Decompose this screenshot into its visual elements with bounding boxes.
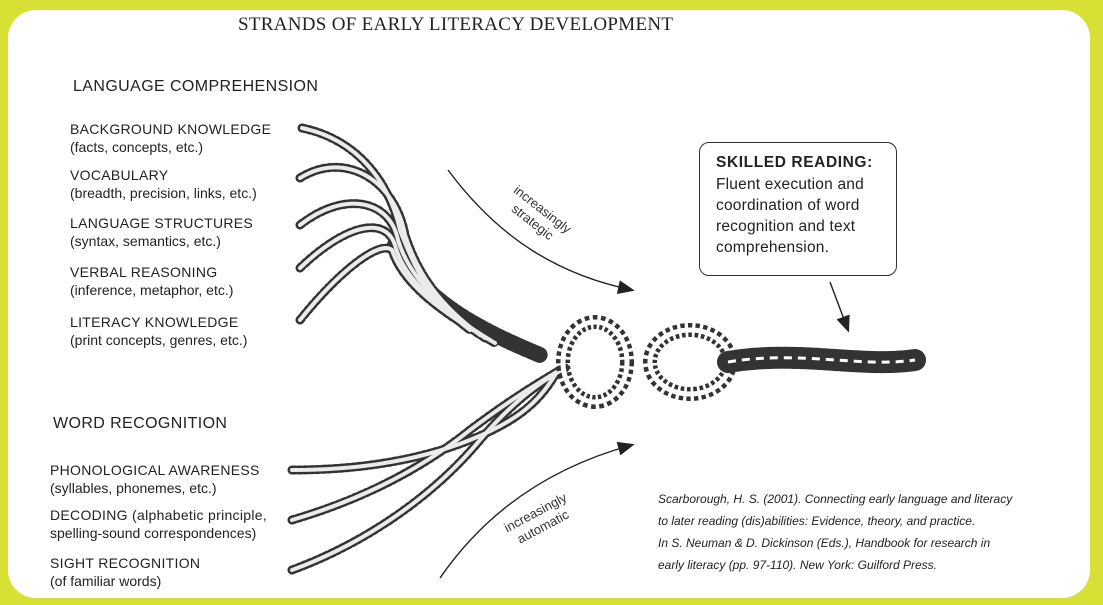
language-comprehension-heading: LANGUAGE COMPREHENSION [73, 78, 319, 95]
citation-line: In S. Neuman & D. Dickinson (Eds.), Hand… [658, 536, 991, 550]
strand-desc: (inference, metaphor, etc.) [70, 282, 234, 298]
diagram-title: STRANDS OF EARLY LITERACY DEVELOPMENT [238, 14, 674, 35]
strand-desc: spelling-sound correspondences) [50, 525, 257, 541]
strand-desc: (of familiar words) [50, 573, 162, 589]
skilled-reading-line: comprehension. [716, 239, 830, 256]
strand-name: VERBAL REASONING [70, 264, 218, 280]
strand-name: DECODING (alphabetic principle, [50, 507, 268, 523]
strand-name: LITERACY KNOWLEDGE [70, 314, 239, 330]
skilled-reading-callout: SKILLED READING: Fluent execution and co… [699, 142, 897, 276]
skilled-reading-line: coordination of word [716, 197, 860, 214]
strand-decoding: DECODING (alphabetic principle, spelling… [50, 506, 267, 542]
strand-name: PHONOLOGICAL AWARENESS [50, 462, 260, 478]
strand-literacy-knowledge: LITERACY KNOWLEDGE (print concepts, genr… [70, 313, 247, 349]
strand-name: BACKGROUND KNOWLEDGE [70, 121, 272, 137]
strand-phonological-awareness: PHONOLOGICAL AWARENESS (syllables, phone… [50, 461, 260, 497]
citation-line: early literacy (pp. 97-110). New York: G… [658, 558, 937, 572]
strand-name: LANGUAGE STRUCTURES [70, 215, 254, 231]
skilled-reading-line: Fluent execution and [716, 176, 864, 193]
strand-desc: (facts, concepts, etc.) [70, 139, 204, 155]
strand-desc: (syllables, phonemes, etc.) [50, 480, 217, 496]
citation-line: Scarborough, H. S. (2001). Connecting ea… [658, 492, 1013, 506]
strand-name: VOCABULARY [70, 167, 169, 183]
automatic-arrow [439, 441, 635, 579]
strand-name: SIGHT RECOGNITION [50, 555, 201, 571]
strategic-arrow [447, 169, 635, 294]
word-recognition-heading: WORD RECOGNITION [53, 415, 228, 432]
skilled-reading-heading: SKILLED READING: [716, 154, 873, 171]
strand-sight-recognition: SIGHT RECOGNITION (of familiar words) [50, 554, 200, 590]
strand-desc: (breadth, precision, links, etc.) [70, 185, 257, 201]
strand-desc: (syntax, semantics, etc.) [70, 233, 221, 249]
strand-language-structures: LANGUAGE STRUCTURES (syntax, semantics, … [70, 214, 253, 250]
strand-background-knowledge: BACKGROUND KNOWLEDGE (facts, concepts, e… [70, 120, 271, 156]
citation: Scarborough, H. S. (2001). Connecting ea… [658, 488, 1063, 576]
callout-pointer [829, 281, 850, 333]
skilled-reading-line: recognition and text [716, 218, 856, 235]
strand-verbal-reasoning: VERBAL REASONING (inference, metaphor, e… [70, 263, 233, 299]
diagram-panel [8, 10, 1090, 598]
strand-desc: (print concepts, genres, etc.) [70, 332, 248, 348]
citation-line: to later reading (dis)abilities: Evidenc… [658, 514, 976, 528]
strand-vocabulary: VOCABULARY (breadth, precision, links, e… [70, 166, 257, 202]
